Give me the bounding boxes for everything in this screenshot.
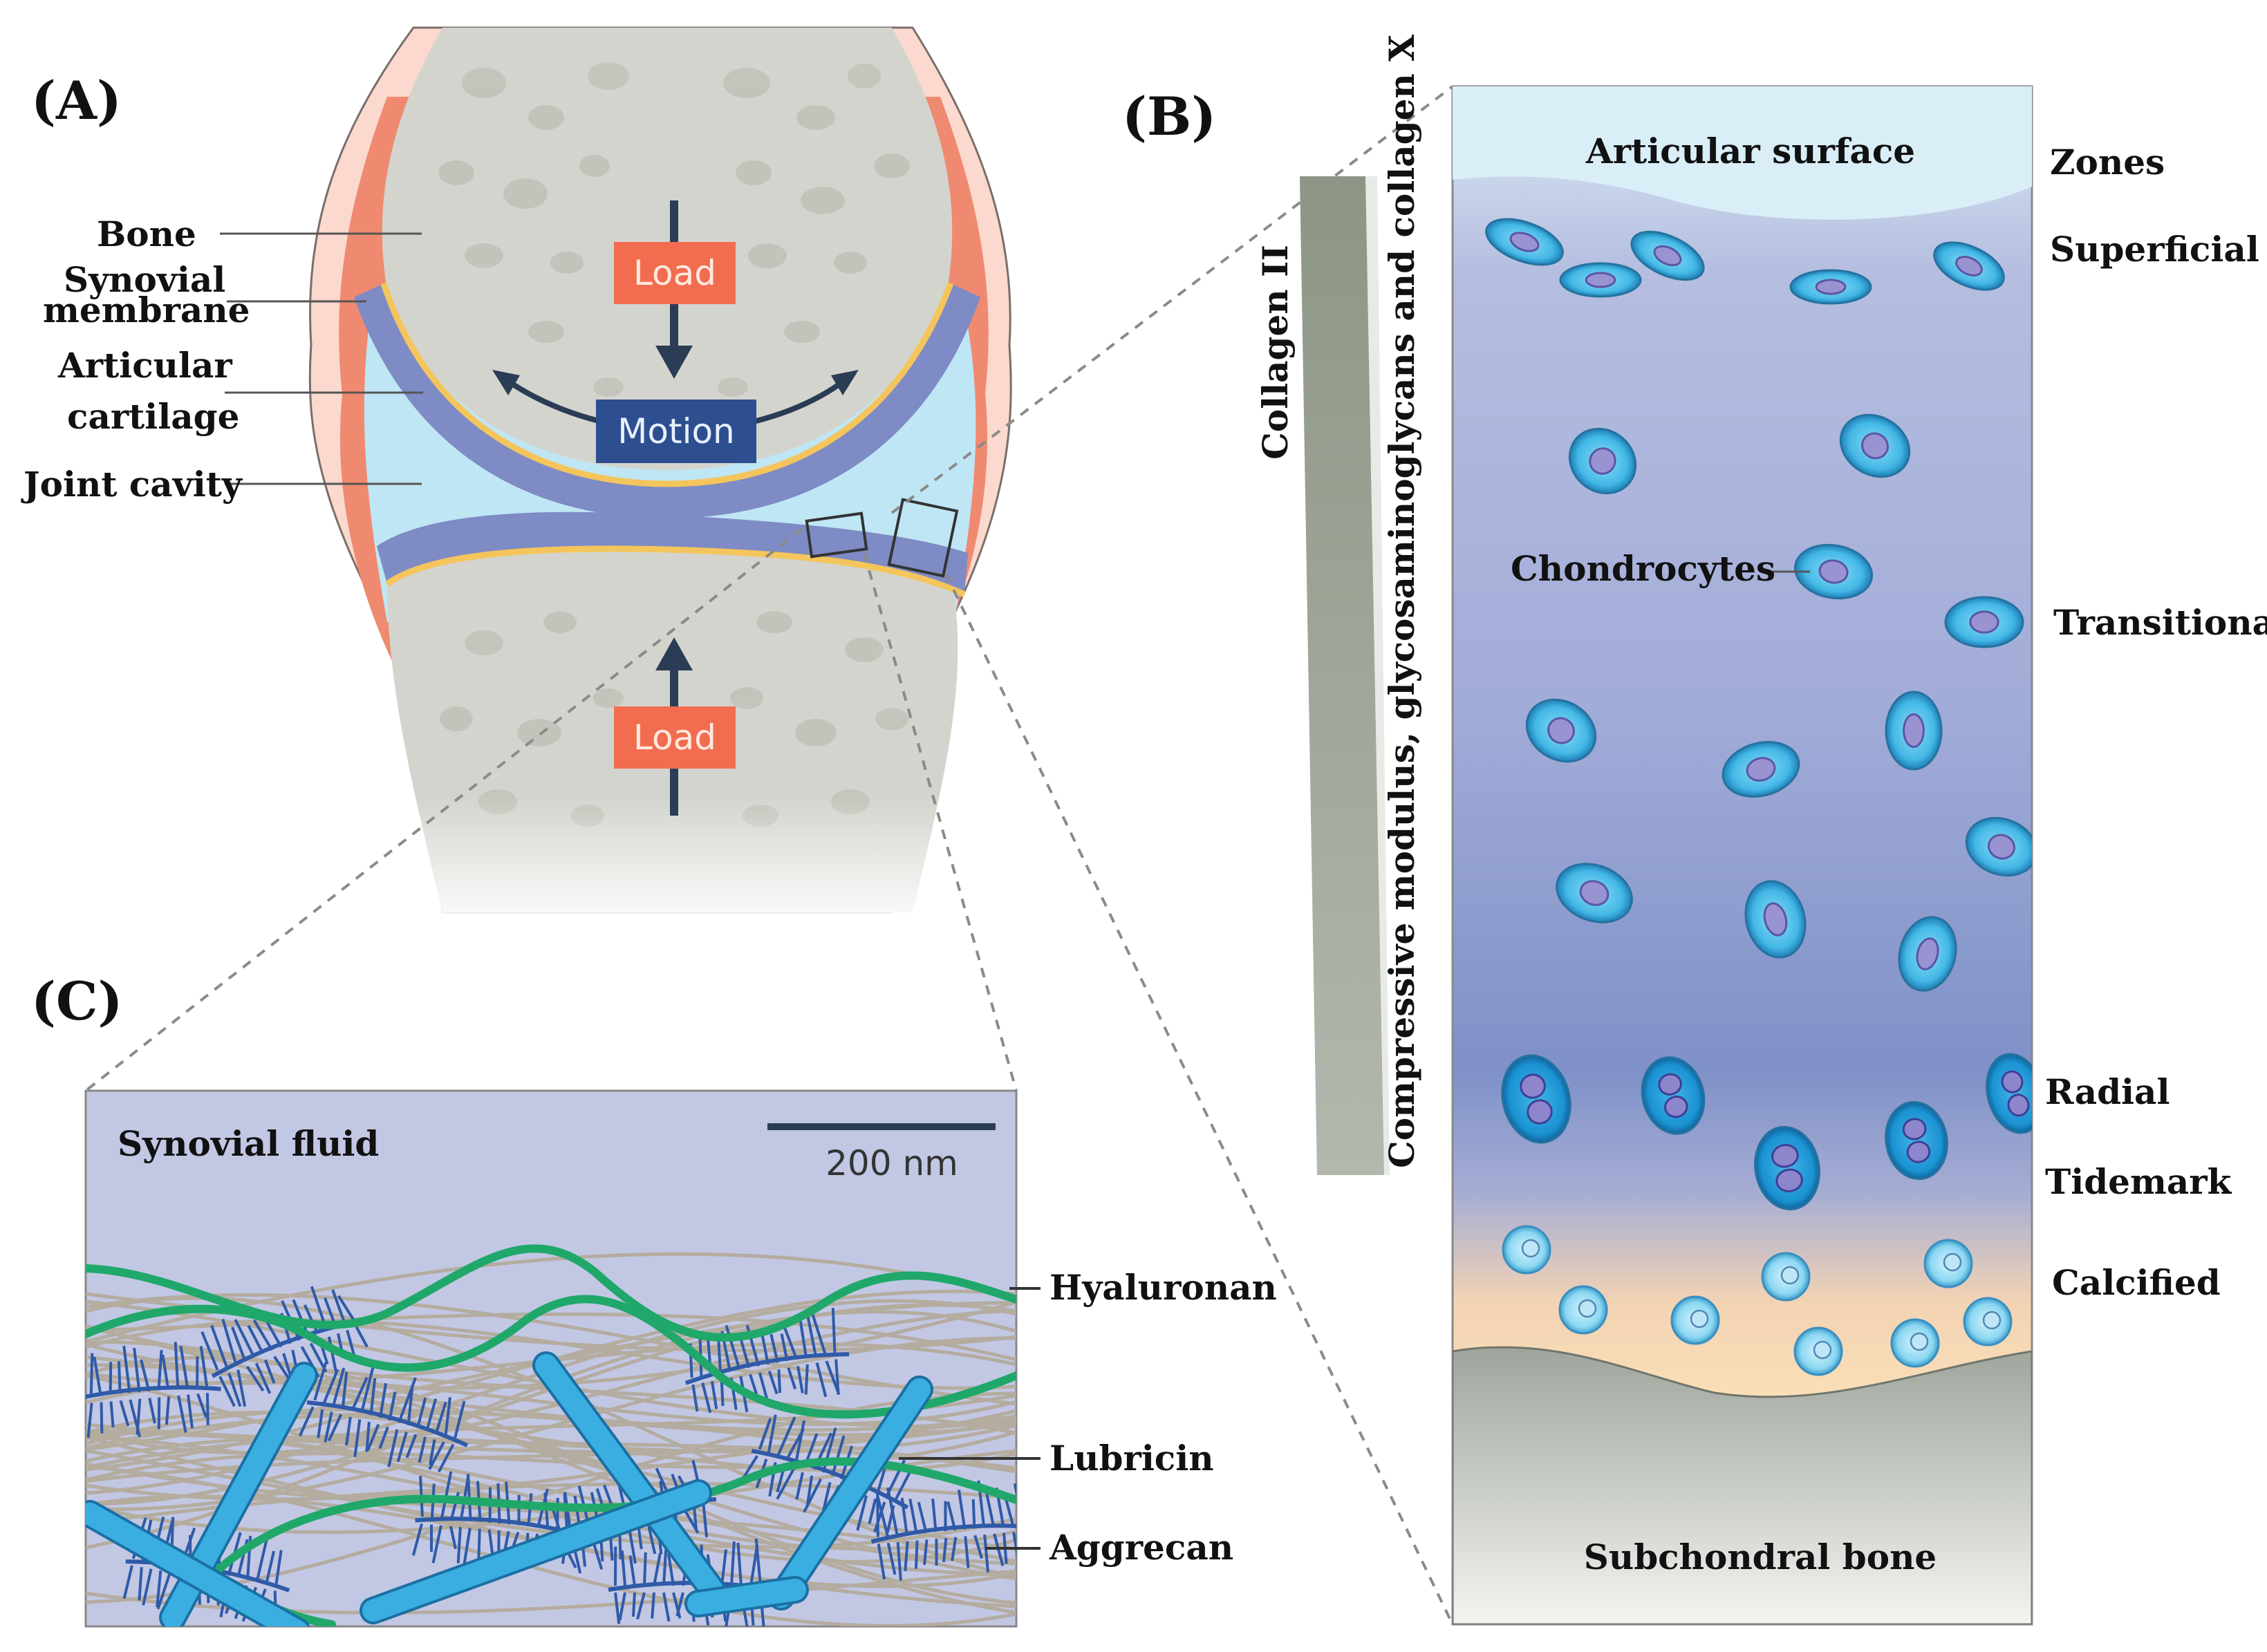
motion-label: Motion <box>617 411 735 451</box>
chondrocyte <box>1898 916 1957 992</box>
calcified-cell <box>1923 1239 1973 1288</box>
chondrocyte <box>1885 691 1943 771</box>
trabecular-pattern <box>438 62 910 827</box>
chondrocyte <box>1501 1054 1571 1144</box>
zones-title: Zones <box>2050 142 2165 182</box>
chondrocyte <box>1986 1053 2032 1134</box>
hyaluronan <box>86 1295 1016 1419</box>
wedge-label-collagen-ii: Collagen II <box>1255 245 1296 460</box>
wedge-label-compressive: Compressive modulus, glycosaminoglycans … <box>1381 35 1422 1168</box>
panel-a-letter: (A) <box>31 70 122 131</box>
collagen-fibril <box>86 1318 1016 1390</box>
label-synovial-line1: Synovial <box>64 259 225 300</box>
label-lubricin: Lubricin <box>1049 1438 1214 1479</box>
label-articular-line1: Articular <box>57 345 232 386</box>
lubricin <box>86 1500 310 1626</box>
aggrecan <box>298 1362 469 1473</box>
chondrocyte <box>1754 1125 1820 1211</box>
zone-tidemark: Tidemark <box>2045 1161 2232 1202</box>
lubricin <box>360 1479 712 1624</box>
chondrocyte <box>1744 880 1807 959</box>
lubricin <box>532 1351 726 1604</box>
calcified-cell <box>1502 1225 1551 1275</box>
chondrocyte <box>1944 596 2024 648</box>
chondrocyte <box>1630 230 1705 281</box>
zoom-connectors <box>84 85 1454 1625</box>
chondrocyte <box>1556 863 1633 923</box>
chondrocyte <box>1568 427 1637 495</box>
aggrecan <box>86 1342 221 1438</box>
label-hyaluronan: Hyaluronan <box>1049 1267 1277 1308</box>
load-bottom-label: Load <box>633 717 716 758</box>
collagen-fibril <box>86 1465 1016 1626</box>
chondrocyte <box>1559 262 1642 298</box>
label-joint-cavity: Joint cavity <box>21 464 243 505</box>
label-articular-line2: cartilage <box>67 396 239 437</box>
chondrocyte <box>1789 269 1872 305</box>
collagen-fibril <box>86 1308 1016 1455</box>
synovial-membrane-left <box>339 97 456 705</box>
chondrocyte <box>1885 1100 1948 1181</box>
panel-c-lubrication: (C) Synovial fluid 200 nm Hyaluronan Lub… <box>31 970 1277 1628</box>
panel-c-letter: (C) <box>31 970 122 1032</box>
label-articular-surface: Articular surface <box>1585 131 1915 171</box>
lubricin-rods <box>86 1351 933 1626</box>
collagen-fibril <box>86 1293 1016 1406</box>
lubricin <box>767 1376 933 1611</box>
panel-b-letter: (B) <box>1122 86 1216 147</box>
chondrocyte <box>1793 543 1874 600</box>
zone-radial: Radial <box>2045 1071 2170 1112</box>
load-top-box <box>614 242 736 304</box>
load-bottom-box <box>614 706 736 769</box>
panel-b-cartilage-zones: (B) Collagen II Compressive modulus, gly… <box>1122 35 2267 1626</box>
scale-bar-label: 200 nm <box>825 1143 958 1183</box>
chondrocyte <box>1525 698 1597 763</box>
aggrecan <box>870 1480 1016 1581</box>
label-aggrecan: Aggrecan <box>1049 1527 1233 1568</box>
calcified-cell <box>1761 1252 1811 1302</box>
chondrocyte <box>1933 241 2005 291</box>
motion-box <box>596 400 756 463</box>
chondrocyte <box>1965 816 2032 877</box>
zoom-box-b <box>887 498 959 578</box>
zone-transitional: Transitional <box>2053 602 2267 643</box>
label-chondrocytes: Chondrocytes <box>1511 548 1775 589</box>
label-subchondral-bone: Subchondral bone <box>1584 1537 1937 1577</box>
zoom-box-c <box>805 511 868 559</box>
panel-a-joint: Load Motion Load (A) Bone Synovial membr… <box>21 26 1023 933</box>
subchondral-bone <box>1453 1346 2032 1624</box>
load-top-label: Load <box>633 253 716 293</box>
articular-surface-band <box>1453 86 2032 220</box>
gradient-wedge <box>1300 176 1390 1175</box>
chondrocyte-cells <box>1485 218 2032 1376</box>
zone-calcified: Calcified <box>2052 1262 2221 1303</box>
lubricin <box>684 1576 809 1617</box>
motion-arrow-left <box>503 376 602 424</box>
chondrocyte <box>1641 1056 1706 1135</box>
calcified-cell <box>1793 1326 1843 1376</box>
calcified-cell <box>1558 1285 1608 1335</box>
chondrocyte <box>1485 218 1564 266</box>
lower-cartilage <box>377 511 968 594</box>
chondrocyte <box>1839 413 1911 478</box>
collagen-fibril <box>86 1312 1016 1362</box>
chondrocyte <box>1722 741 1800 798</box>
label-synovial-fluid: Synovial fluid <box>118 1123 379 1164</box>
calcified-cell <box>1963 1297 2013 1346</box>
upper-cartilage <box>354 283 980 518</box>
calcified-cell <box>1670 1295 1720 1345</box>
panel-c-leader-lines <box>899 1287 1041 1550</box>
label-bone: Bone <box>97 214 196 254</box>
aggrecan-molecules <box>86 1286 1016 1626</box>
zone-superficial: Superficial <box>2050 229 2259 270</box>
label-synovial-line2: membrane <box>43 290 250 330</box>
calcified-cell <box>1890 1318 1940 1368</box>
panel-a-leader-lines <box>220 232 423 485</box>
